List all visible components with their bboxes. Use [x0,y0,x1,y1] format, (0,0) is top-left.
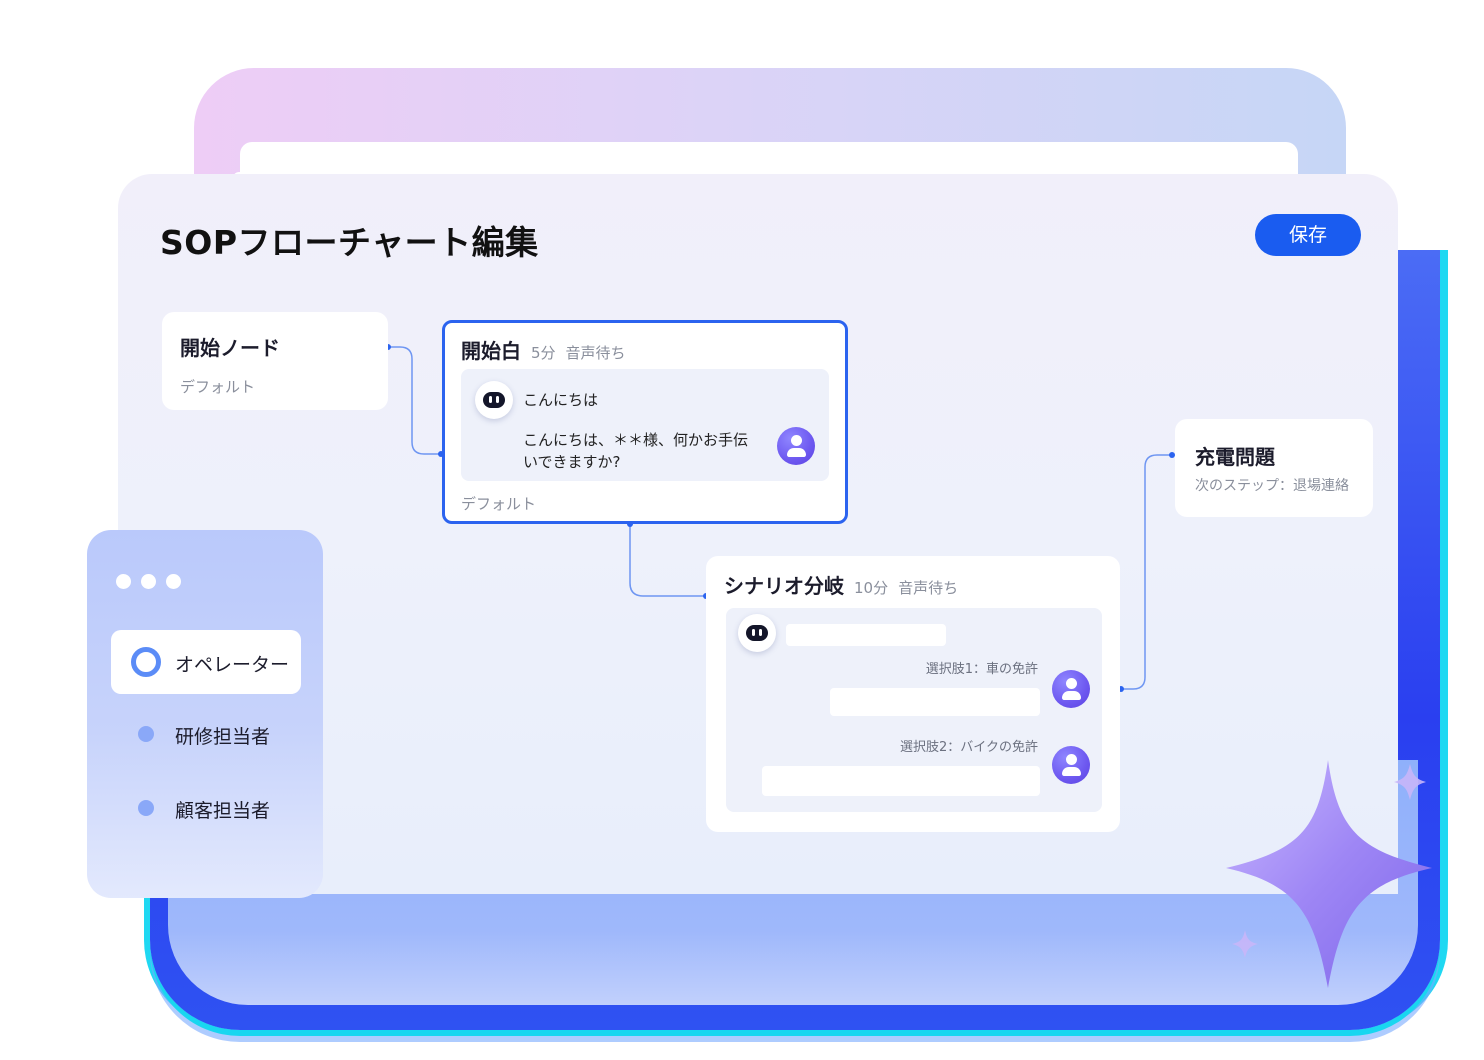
role-item-operator[interactable]: オペレーター [111,630,301,694]
connector-branch-to-charge [1121,454,1172,690]
window-dot [116,574,131,589]
reply-line-2: いできますか? [523,453,621,471]
user-icon [777,427,815,465]
node-duration: 10分 [854,579,889,597]
node-title: 開始ノード [180,336,280,360]
node-duration: 5分 [531,344,556,362]
save-button[interactable]: 保存 [1255,214,1361,256]
node-title-text: 開始白 [461,339,521,363]
port-dot [1169,452,1175,458]
node-title-text: シナリオ分岐 [724,574,844,598]
role-label: オペレーター [175,654,290,676]
bot-message: こんにちは [523,391,599,409]
node-next-step: 次のステップ：退場連絡 [1195,478,1349,494]
user-icon [1052,670,1090,708]
role-label: 顧客担当者 [175,800,271,822]
window-dot [141,574,156,589]
node-subtitle: デフォルト [180,378,256,396]
node-title: 充電問題 [1195,445,1275,469]
sparkle-icon [1226,760,1432,988]
bot-icon [738,614,776,652]
radio-selected-icon [131,647,161,677]
node-scenario-branch[interactable]: シナリオ分岐 10分音声待ち 選択肢1：車の免許 選択肢2：バイクの免許 [706,556,1120,832]
role-selector-panel: オペレーター 研修担当者 顧客担当者 [87,530,323,898]
reply-line-1: こんにちは、＊＊様、何かお手伝 [523,431,749,449]
role-item-customer-rep[interactable]: 顧客担当者 [111,776,301,840]
node-charging-issue[interactable]: 充電問題 次のステップ：退場連絡 [1175,419,1373,517]
node-mode: 音声待ち [898,579,959,597]
bot-icon [475,381,513,419]
choice-input-1[interactable] [830,688,1040,716]
choice-label-2: 選択肢2：バイクの免許 [899,740,1038,755]
role-item-trainer[interactable]: 研修担当者 [111,702,301,766]
choice-label-1: 選択肢1：車の免許 [925,662,1038,677]
sparkle-icon [1232,930,1258,958]
branch-preview: 選択肢1：車の免許 選択肢2：バイクの免許 [726,608,1102,812]
sparkle-icon [1394,764,1426,800]
bullet-icon [138,800,154,816]
node-title: シナリオ分岐 10分音声待ち [724,570,958,599]
message-placeholder [786,624,946,646]
connector-greeting-to-branch [629,524,706,597]
page-title: SOPフローチャート編集 [160,223,539,262]
node-title: 開始白 5分音声待ち [461,335,626,364]
node-mode: 音声待ち [565,344,626,362]
node-footer: デフォルト [461,495,537,513]
choice-input-2[interactable] [762,766,1040,796]
node-start[interactable]: 開始ノード デフォルト [162,312,388,410]
chat-preview: こんにちは こんにちは、＊＊様、何かお手伝 いできますか? [461,369,829,481]
bullet-icon [138,726,154,742]
user-icon [1052,746,1090,784]
connector-start-to-greeting [388,346,441,455]
window-dot [166,574,181,589]
role-label: 研修担当者 [175,726,271,748]
